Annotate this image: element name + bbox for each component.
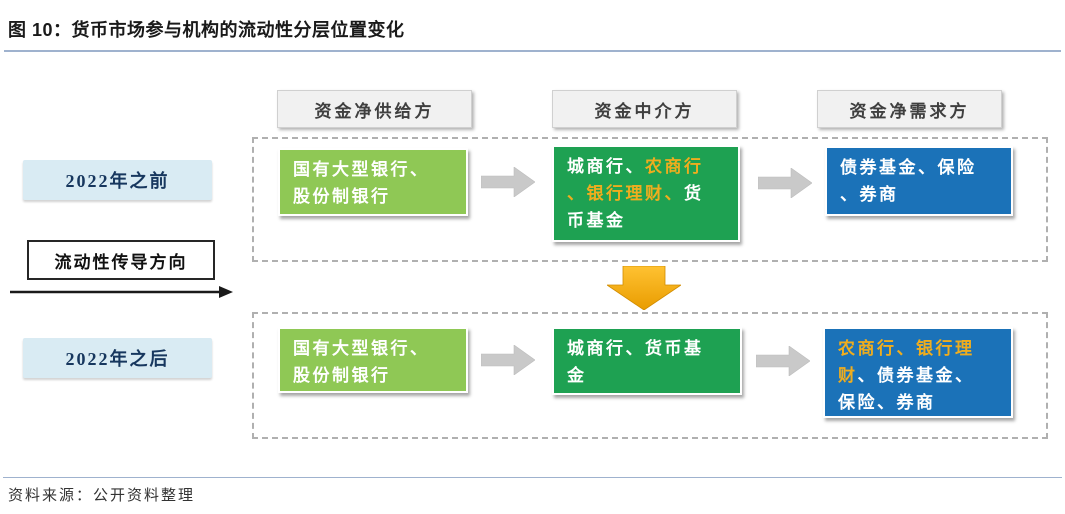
box-text: 城商行、货币基金 bbox=[567, 335, 710, 389]
box-supplier-before: 国有大型银行、股份制银行 bbox=[278, 148, 468, 216]
gray-arrow-icon bbox=[756, 346, 810, 376]
text-segment: 债券基金、保险、券商 bbox=[840, 158, 977, 205]
header-net-demander: 资金净需求方 bbox=[817, 90, 1002, 128]
box-supplier-after: 国有大型银行、股份制银行 bbox=[278, 327, 468, 393]
footer-rule bbox=[3, 477, 1062, 478]
box-text: 城商行、农商行、银行理财、货币基金 bbox=[567, 153, 710, 235]
box-text: 国有大型银行、股份制银行 bbox=[293, 339, 430, 386]
header-net-supplier: 资金净供给方 bbox=[277, 90, 472, 128]
right-arrow-icon bbox=[10, 286, 233, 298]
gray-arrow-icon bbox=[481, 345, 535, 375]
title-underline bbox=[4, 50, 1061, 52]
text-segment: 、债券基金、保险、券商 bbox=[838, 366, 975, 413]
box-text: 农商行、银行理财、债券基金、保险、券商 bbox=[838, 335, 981, 417]
box-demander-before: 债券基金、保险、券商 bbox=[825, 146, 1013, 216]
label-before-2022: 2022年之前 bbox=[23, 160, 212, 200]
box-intermediary-after: 城商行、货币基金 bbox=[552, 327, 742, 395]
stage-after-2022 bbox=[252, 312, 1048, 439]
gray-arrow-icon bbox=[758, 168, 812, 198]
box-demander-after: 农商行、银行理财、债券基金、保险、券商 bbox=[823, 327, 1013, 418]
text-segment: 农商行、银行理财、 bbox=[567, 157, 704, 204]
text-segment: 货币基金 bbox=[567, 184, 704, 231]
header-intermediary: 资金中介方 bbox=[552, 90, 737, 128]
source-note: 资料来源：公开资料整理 bbox=[8, 488, 196, 504]
text-segment: 城商行、 bbox=[567, 157, 645, 176]
box-intermediary-before: 城商行、农商行、银行理财、货币基金 bbox=[552, 145, 740, 242]
label-liquidity-direction: 流动性传导方向 bbox=[27, 240, 215, 280]
stage-before-2022 bbox=[252, 137, 1048, 262]
text-segment: 农商行、银行理财 bbox=[838, 339, 975, 386]
gray-arrow-icon bbox=[481, 167, 535, 197]
box-text: 债券基金、保险、券商 bbox=[840, 154, 983, 208]
orange-down-arrow-icon bbox=[607, 266, 681, 310]
label-after-2022: 2022年之后 bbox=[23, 338, 212, 378]
figure-title: 图 10：货币市场参与机构的流动性分层位置变化 bbox=[8, 20, 405, 40]
text-segment: 城商行、货币基金 bbox=[567, 339, 704, 386]
box-text: 国有大型银行、股份制银行 bbox=[293, 160, 430, 207]
